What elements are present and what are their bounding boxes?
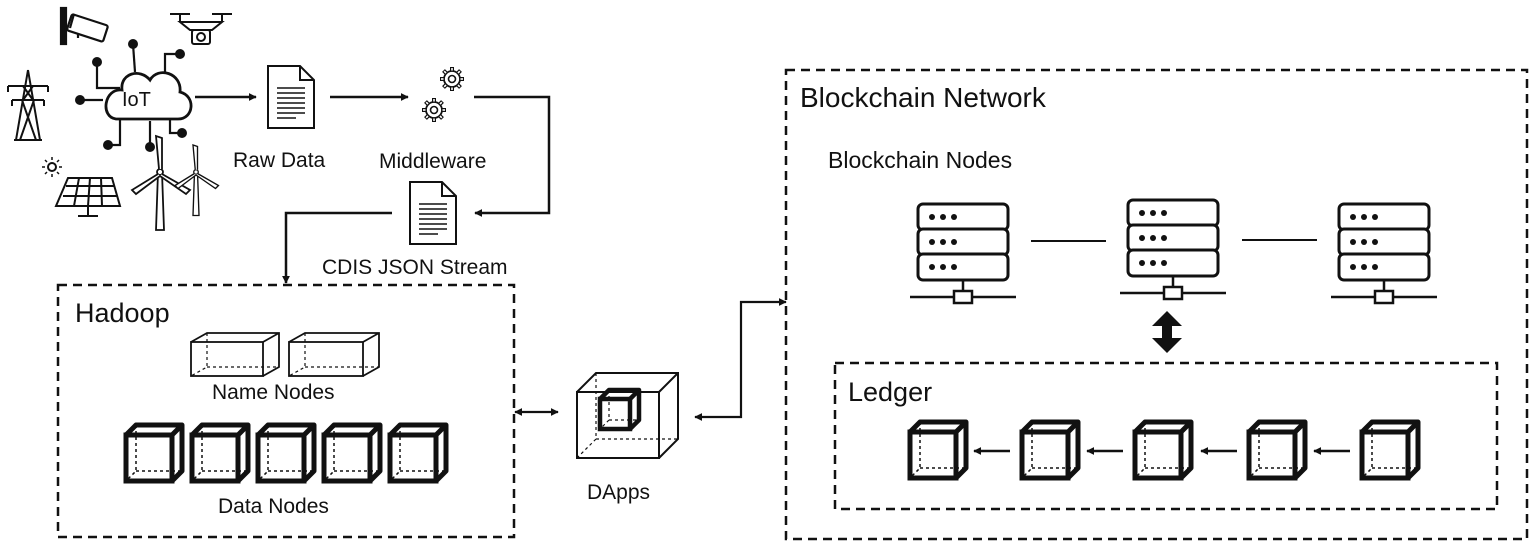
cdis-stream-label: CDIS JSON Stream — [322, 256, 508, 279]
cloud-icon — [104, 71, 193, 121]
data-node-cube — [324, 425, 380, 481]
dapps-blockchain-arrow — [694, 298, 787, 421]
raw-data-label: Raw Data — [233, 149, 326, 172]
dapps-cube-icon — [576, 372, 679, 459]
data-node-cube — [192, 425, 248, 481]
ledger-block-cube — [1249, 422, 1305, 478]
blockchain-network-container — [784, 68, 1529, 541]
middleware-label: Middleware — [379, 150, 487, 173]
dapps-label: DApps — [587, 481, 651, 504]
ledger-title: Ledger — [848, 377, 933, 407]
data-node-cube — [258, 425, 314, 481]
cdis-document-icon — [409, 181, 457, 245]
nodes-ledger-arrow — [1152, 311, 1182, 353]
ledger-chain — [910, 422, 1418, 478]
name-node-cube — [288, 332, 380, 377]
iot-hub — [75, 39, 193, 152]
name-node-cube — [190, 332, 280, 377]
wind-turbine-icon — [131, 135, 220, 231]
server-icon — [1118, 198, 1228, 301]
data-node-cube — [390, 425, 446, 481]
ledger-block-cube — [1362, 422, 1418, 478]
server-icon — [908, 202, 1018, 305]
solar-panel-icon — [42, 157, 122, 217]
drone-icon — [170, 13, 232, 45]
data-nodes-label: Data Nodes — [218, 495, 329, 518]
cdis-to-hadoop-arrow — [282, 211, 392, 284]
iot-connector-lines — [80, 43, 182, 147]
hadoop-container — [56, 283, 516, 539]
security-camera-icon — [59, 6, 109, 46]
name-nodes-label: Name Nodes — [212, 381, 335, 404]
middleware-gears-icon — [420, 65, 466, 124]
blockchain-nodes-label: Blockchain Nodes — [828, 147, 1013, 173]
iot-label: IoT — [122, 89, 151, 111]
hadoop-title: Hadoop — [75, 298, 170, 328]
raw-data-document-icon — [267, 65, 315, 129]
data-node-cube — [126, 425, 182, 481]
ledger-block-cube — [1022, 422, 1078, 478]
blockchain-network-title: Blockchain Network — [800, 82, 1046, 113]
ledger-block-cube — [1135, 422, 1191, 478]
ledger-block-cube — [910, 422, 966, 478]
server-icon — [1329, 202, 1439, 305]
ledger-container — [833, 361, 1499, 511]
middleware-to-cdis-arrow — [474, 95, 551, 217]
power-tower-icon — [7, 69, 49, 141]
data-node-cubes — [126, 425, 446, 481]
iot-connector-dots — [75, 39, 187, 152]
